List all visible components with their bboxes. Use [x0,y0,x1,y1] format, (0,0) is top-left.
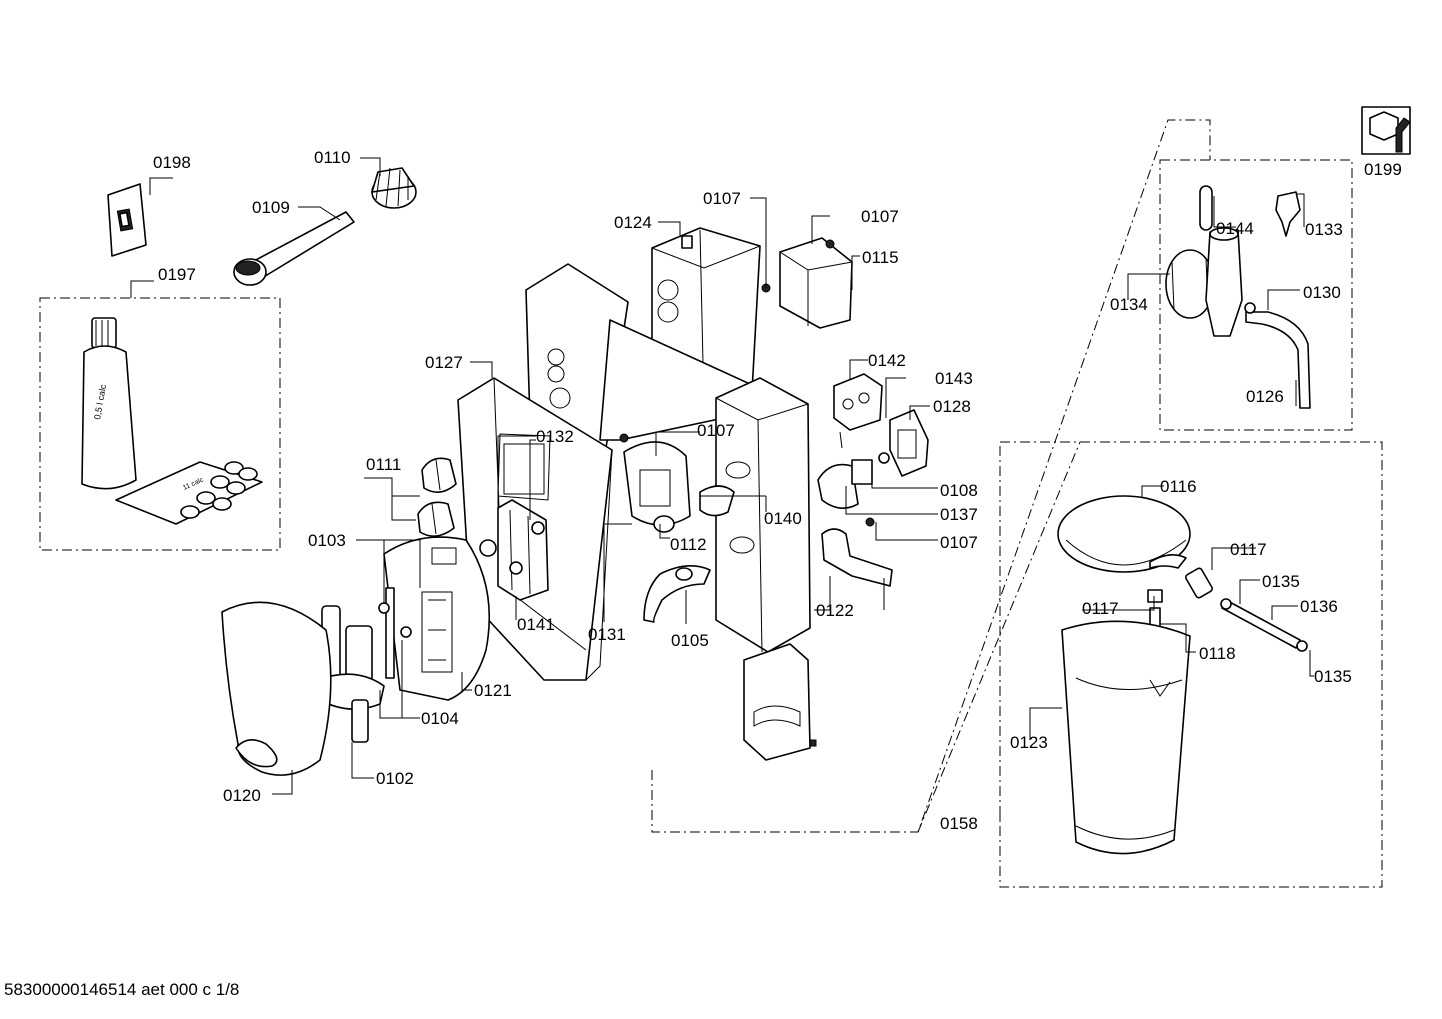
part-0132-0141-levers [479,499,549,601]
label-0142: 0142 [868,351,906,370]
label-0109: 0109 [252,198,290,217]
label-0158: 0158 [940,814,978,833]
label-0110: 0110 [314,148,351,167]
part-0111-knobs [417,457,457,537]
label-0107-b: 0107 [861,207,899,226]
label-0123: 0123 [1010,733,1048,752]
label-0107-c: 0107 [697,421,735,440]
leader-frame-tank [917,441,1081,833]
label-0131: 0131 [588,625,626,644]
frame-0197 [39,297,281,551]
label-0199: 0199 [1364,160,1402,179]
part-0142-connector [833,373,883,449]
frame-0134 [1159,159,1353,431]
group-frames [39,119,1383,888]
part-0110-knob [371,167,417,209]
label-0112: 0112 [670,535,707,554]
label-0107-d: 0107 [940,533,978,552]
part-drip-tray [743,643,817,761]
part-0115-electronics-module [761,237,853,329]
label-0104: 0104 [421,709,459,728]
label-0116: 0116 [1160,477,1197,496]
part-0128-terminal-plate [889,409,929,477]
label-0121: 0121 [474,681,512,700]
part-0198-sachet [107,183,147,257]
label-0124: 0124 [614,213,652,232]
label-0136: 0136 [1300,597,1338,616]
part-0122-lever-bracket [821,528,893,587]
label-0134: 0134 [1110,295,1148,314]
part-0123-milk-container [1061,620,1191,855]
leader-frame-main [651,119,1211,833]
label-0107-a: 0107 [703,189,741,208]
label-0122: 0122 [816,601,854,620]
label-0115: 0115 [862,248,899,267]
part-0126-tube [1244,302,1311,409]
part-main-frame [525,263,753,449]
label-0135-a: 0135 [1262,572,1300,591]
label-0126: 0126 [1246,387,1284,406]
part-central-mechanism [623,441,735,623]
wrench-icon [1361,106,1411,155]
part-right-housing [715,377,811,653]
label-0197: 0197 [158,265,196,284]
label-0117-a: 0117 [1230,540,1267,559]
label-0127: 0127 [425,353,463,372]
label-0141: 0141 [517,615,555,634]
label-0144: 0144 [1216,219,1254,238]
part-0108-pump [817,452,890,509]
label-0102: 0102 [376,769,414,788]
part-0121-side-cover [383,536,491,701]
label-0117-b: 0117 [1082,599,1119,618]
document-code: 58300000146514 aet 000 c 1/8 [4,980,240,999]
part-labels: 0198 0110 0109 0197 0124 0107 0107 0115 … [153,148,1402,833]
label-0133: 0133 [1305,220,1343,239]
label-0105: 0105 [671,631,709,650]
label-0120: 0120 [223,786,261,805]
part-0144-pin [1199,185,1213,231]
label-0103: 0103 [308,531,346,550]
label-0118: 0118 [1199,644,1236,663]
label-0143: 0143 [935,369,973,388]
leader-lines [130,157,1314,820]
part-0197-descaling-kit: 0,5 l calc 11 calc [81,317,263,525]
label-0140: 0140 [764,509,802,528]
label-0108: 0108 [940,481,978,500]
label-0135-b: 0135 [1314,667,1352,686]
label-0132: 0132 [536,427,574,446]
part-0109-spoon [233,211,355,286]
label-0130: 0130 [1303,283,1341,302]
label-0137: 0137 [940,505,978,524]
frame-0158 [999,441,1383,888]
part-0133-valve [1275,191,1301,237]
part-0135-0136-nozzle [1220,598,1308,652]
part-0130-grinder-adjuster [1165,227,1243,337]
part-0117-fittings [1147,567,1213,603]
label-0198: 0198 [153,153,191,172]
part-0120-water-tank [221,601,332,776]
part-0116-lid [1057,495,1191,573]
label-0111: 0111 [366,455,401,474]
label-0128: 0128 [933,397,971,416]
